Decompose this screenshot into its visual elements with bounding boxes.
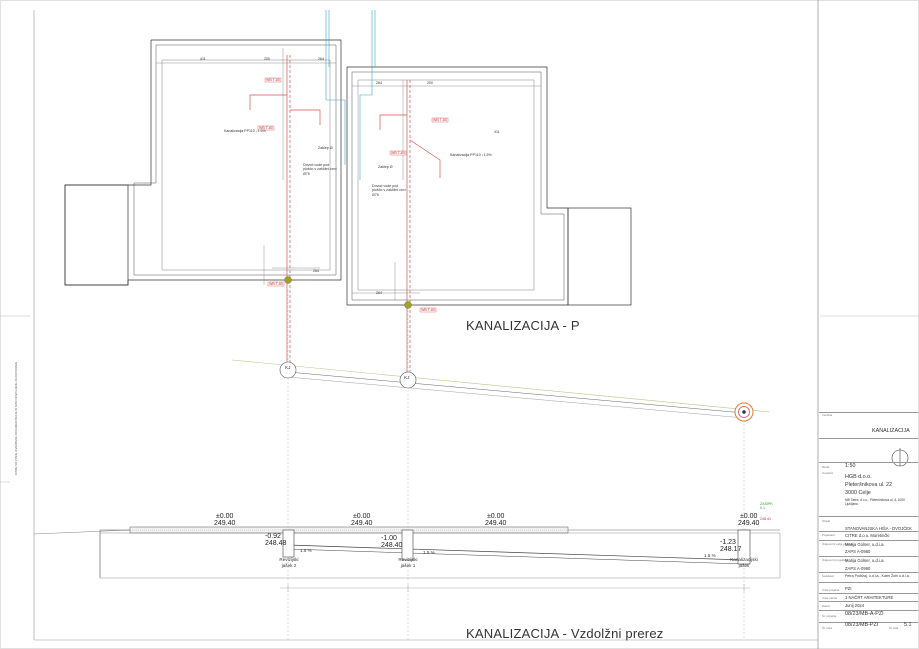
tag-left-2: WB T-80 xyxy=(266,78,280,82)
side-note: RISBE SO PISNE IZVEDBENE DOKUMENTACIJE I… xyxy=(14,361,18,475)
shaft2-elev: 248.48 xyxy=(265,540,287,547)
shaft2-name: Revizijski jašek 2 xyxy=(279,557,299,568)
slope-1: 1.5 % xyxy=(300,548,312,553)
level-2-abs: 249.40 xyxy=(351,520,373,527)
level-4-abs: 249.40 xyxy=(738,520,760,527)
tb-lead-id: ZAPS A-0960 xyxy=(845,549,871,554)
plan-house-left xyxy=(64,39,342,286)
kanalizacija-right: Kanalizacija PP110 ↓1.5% xyxy=(450,153,492,157)
dim-left-1: 411 xyxy=(200,57,206,61)
dim-bottom-left: 264 xyxy=(313,269,319,273)
level-1-rel: ±0.00 xyxy=(215,513,234,520)
tag-bottom-left: WB T-80 xyxy=(269,282,283,286)
sewer-connection-manhole-icon xyxy=(734,402,754,422)
level-4-rel: ±0.00 xyxy=(739,513,758,520)
shaft2-depth: -0.92 xyxy=(265,533,281,540)
tb-phase: PZI xyxy=(845,586,852,591)
tb-investor-label: Investitor xyxy=(822,471,834,475)
tb-projno-label: Št. projekta xyxy=(822,614,837,618)
tb-resp-id: ZAPS A-0960 xyxy=(845,566,871,571)
manhole-left xyxy=(279,361,297,379)
inspection-point-left xyxy=(284,276,292,284)
tb-lead: Matija Golner, u.d.i.a. xyxy=(845,542,885,547)
tag-bottom-right: WB T-80 xyxy=(421,308,435,312)
dim-right-2: 200 xyxy=(427,81,433,85)
tb-investor-2: Pleteršnikova ul. 22 xyxy=(845,482,893,488)
tb-coop-label: Sodelavci xyxy=(822,574,835,578)
tb-phase-label: Vrsta projekta xyxy=(822,588,840,592)
tb-scale: 1:50 xyxy=(845,463,856,469)
tb-object: STANOVANJSKA HIŠA - DVOJČEK xyxy=(845,526,912,531)
tb-sheet-label: Št. lista xyxy=(889,626,899,630)
tb-investor-1: HGB d.o.o. xyxy=(845,474,872,480)
tb-address-small: MB Tarex, d.o.o., Pleteršnikova ul. 4, 1… xyxy=(845,498,905,506)
tb-date-label: Datum xyxy=(822,604,831,608)
plan-title: KANALIZACIJA - P xyxy=(466,318,580,333)
tb-designer-label: Projektant xyxy=(822,533,835,537)
level-3-abs: 249.40 xyxy=(485,520,507,527)
zaklep-left: Zaklep Ø xyxy=(318,146,333,150)
tb-scale-label: Merilo xyxy=(822,465,830,469)
tb-resp: Matija Golner, u.d.i.a. xyxy=(845,558,885,563)
sewer-alignment xyxy=(231,359,771,419)
shaft3-depth: -1.23 xyxy=(720,539,736,546)
slope-3: 1.5 % xyxy=(704,553,716,558)
zaklep-right: Zaklep Ø xyxy=(378,165,393,169)
drainage-pipes-plan xyxy=(249,55,441,375)
dim-right-1: 264 xyxy=(376,81,382,85)
dim-right-3: 411 xyxy=(494,130,500,134)
shaft1-depth: -1.00 xyxy=(381,535,397,542)
tb-drawno: 08/23/MB-PZI xyxy=(845,622,879,628)
dim-left-2: 200 xyxy=(264,57,270,61)
shaft3-name: Kanalizacijski jašek xyxy=(730,557,758,568)
dim-left-3: 264 xyxy=(318,57,324,61)
manhole-left-label: KJ xyxy=(285,365,291,370)
north-arrow-icon xyxy=(891,448,909,467)
note-left: Dovod vode pod ploščo v zaščitni cevi Ø7… xyxy=(303,163,337,176)
tb-investor-3: 3000 Celje xyxy=(845,490,871,496)
tb-coop: Petra Podržaj, u.d.i.a., Karel Žohl u.d.… xyxy=(845,574,910,578)
level-1-abs: 249.40 xyxy=(214,520,236,527)
shaft1-name: Revizijski jašek 1 xyxy=(398,557,418,568)
tag-left-1: WB T-80 xyxy=(259,126,273,130)
tb-drawno-label: Št. risbe xyxy=(822,626,833,630)
tb-part: 1 NAČRT ARHITEKTURE xyxy=(845,595,894,600)
manhole-right xyxy=(399,371,417,389)
dimension-lines xyxy=(156,48,541,300)
level-3-rel: ±0.00 xyxy=(486,513,505,520)
dim-bottom-right: 264 xyxy=(376,291,382,295)
slope-2: 1.5 % xyxy=(423,550,435,555)
shaft3-elev: 248.17 xyxy=(720,546,742,553)
tag-right-2: WB T-80 xyxy=(391,151,405,155)
plan-house-right xyxy=(346,66,632,306)
shaft1-elev: 248.40 xyxy=(381,542,403,549)
tb-drawing-label: Vsebina xyxy=(822,413,833,417)
tb-drawing: KANALIZACIJA xyxy=(872,428,910,434)
manhole-right-label: KJ xyxy=(404,375,410,380)
tb-date: Junij 2024 xyxy=(845,603,865,608)
tb-part-label: Vrsta načrta xyxy=(822,596,837,600)
inspection-point-right xyxy=(404,301,412,309)
tb-sheet: 5.1 xyxy=(904,622,912,628)
tb-designer: CITRE d.o.o. Muretinčki xyxy=(845,533,890,538)
tag-right-1: WB T-80 xyxy=(433,118,447,122)
section-title: KANALIZACIJA - Vzdolžni prerez xyxy=(466,626,664,641)
longitudinal-section xyxy=(33,526,781,592)
tb-resp-label: Odgovorni projektant xyxy=(822,558,848,562)
tb-object-label: Objekt xyxy=(822,519,831,523)
red-note: 248.41 xyxy=(760,517,771,521)
tb-projno: 08/23/MB-A-PZI xyxy=(845,611,884,617)
green-note: ZASIPK 0.1 xyxy=(760,502,773,510)
tb-lead-label: Odgovorni vodja projekta xyxy=(822,542,854,546)
level-2-rel: ±0.00 xyxy=(352,513,371,520)
water-supply-lines xyxy=(325,10,376,180)
note-right: Dovod vode pod ploščo v zaščitni cevi Ø7… xyxy=(372,184,406,197)
kanalizacija-left: Kanalizacija PP110 ↓1.5% xyxy=(224,129,266,133)
